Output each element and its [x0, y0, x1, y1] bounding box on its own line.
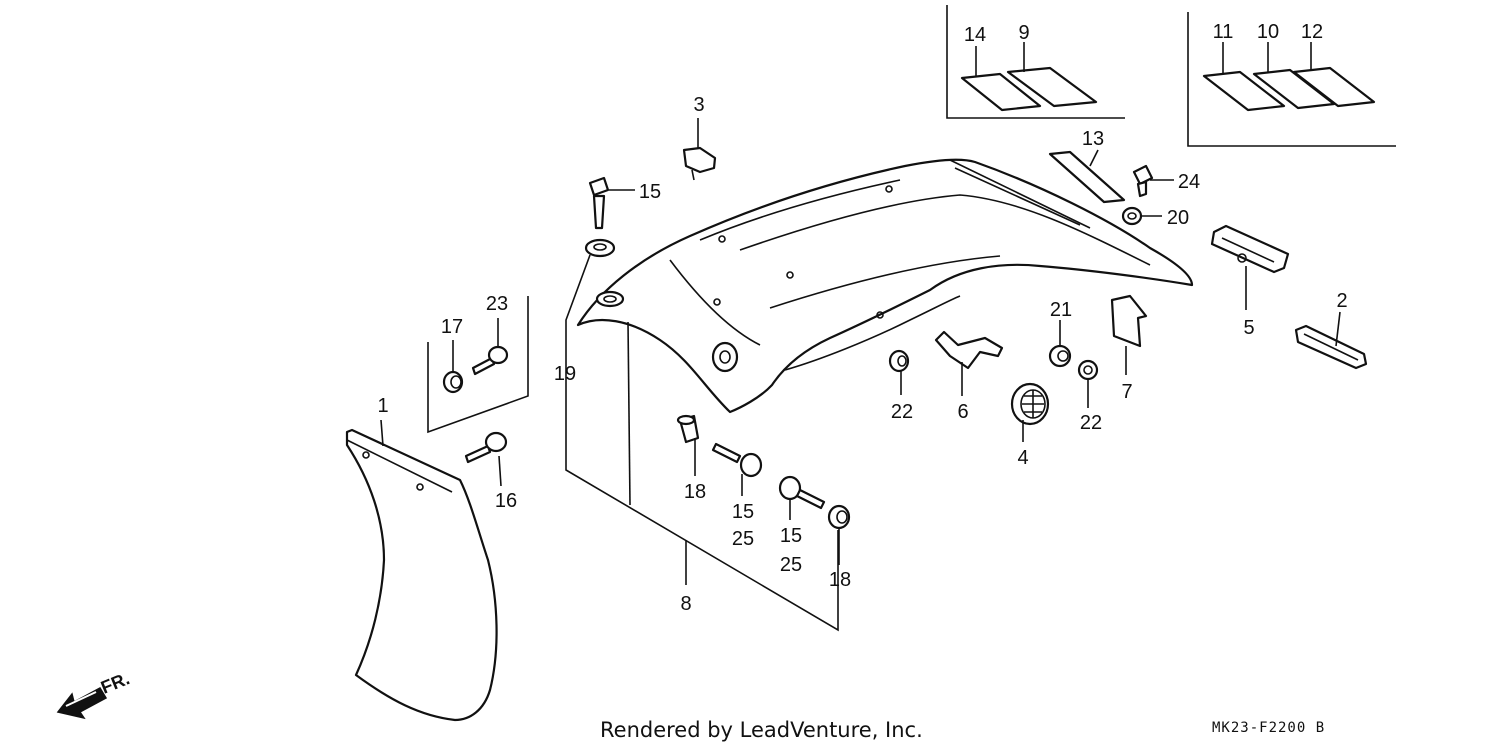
- callout-12: 12: [1301, 21, 1323, 43]
- front-direction-label: FR.: [98, 668, 132, 697]
- callout-13: 13: [1082, 128, 1104, 150]
- callout-15-top: 15: [639, 181, 661, 203]
- decal-12: [1292, 66, 1376, 108]
- bracket-frame-17-23: [427, 296, 529, 434]
- callout-15-right: 15: [780, 525, 802, 547]
- collar-18-lower: [827, 504, 851, 530]
- grommet-19: [584, 238, 616, 258]
- callout-16: 16: [495, 490, 517, 512]
- callout-18-upper: 18: [684, 481, 706, 503]
- bolt-15-top: [588, 176, 610, 230]
- bracket-7: [1110, 294, 1148, 348]
- callout-6: 6: [957, 401, 968, 423]
- callout-25-right: 25: [780, 554, 802, 576]
- rear-fender: [576, 158, 1194, 506]
- collar-17: [442, 370, 464, 394]
- lens-5: [1210, 224, 1290, 274]
- callout-7: 7: [1121, 381, 1132, 403]
- leader-lines: [380, 42, 1341, 632]
- bolt-15-25-left: [711, 442, 763, 478]
- callout-17: 17: [441, 316, 463, 338]
- callout-19: 19: [554, 363, 576, 385]
- callout-5: 5: [1243, 317, 1254, 339]
- drawing-code: MK23-F2200 B: [1212, 720, 1326, 736]
- cover-2: [1294, 324, 1368, 370]
- nut-20: [1121, 206, 1143, 226]
- callout-10: 10: [1257, 21, 1279, 43]
- callout-14: 14: [964, 24, 986, 46]
- callout-22-left: 22: [891, 401, 913, 423]
- callout-22-right: 22: [1080, 412, 1102, 434]
- callout-20: 20: [1167, 207, 1189, 229]
- decal-14: [960, 72, 1042, 112]
- decal-frame-left: [946, 5, 1125, 119]
- callout-9: 9: [1018, 22, 1029, 44]
- decal-9: [1006, 66, 1098, 108]
- bolt-15-25-right: [778, 475, 826, 510]
- callout-1: 1: [377, 395, 388, 417]
- nut-21: [1048, 344, 1072, 368]
- nut-22-left: [888, 349, 910, 373]
- collar-18-upper: [676, 414, 700, 444]
- bolt-16: [464, 431, 508, 464]
- decal-11: [1202, 70, 1286, 112]
- front-direction-arrow-icon: [56, 687, 108, 720]
- callout-21: 21: [1050, 299, 1072, 321]
- decal-13: [1048, 150, 1126, 204]
- callout-4: 4: [1017, 447, 1028, 469]
- callout-3: 3: [693, 94, 704, 116]
- reflector-4: [1010, 382, 1050, 426]
- nut-22-right: [1077, 359, 1099, 381]
- callout-8: 8: [680, 593, 691, 615]
- callout-25-left: 25: [732, 528, 754, 550]
- callout-23: 23: [486, 293, 508, 315]
- callout-2: 2: [1336, 290, 1347, 312]
- decal-frame-right: [1187, 12, 1396, 147]
- mud-flap: [345, 428, 498, 722]
- footer-credit: Rendered by LeadVenture, Inc.: [600, 718, 923, 742]
- bolt-23: [471, 345, 509, 376]
- clip-3: [682, 146, 717, 181]
- callout-11: 11: [1213, 21, 1234, 43]
- callout-15-left: 15: [732, 501, 754, 523]
- callout-24: 24: [1178, 171, 1200, 193]
- bolt-24: [1132, 164, 1154, 198]
- callout-18-lower: 18: [829, 569, 851, 591]
- bracket-6: [934, 330, 1004, 370]
